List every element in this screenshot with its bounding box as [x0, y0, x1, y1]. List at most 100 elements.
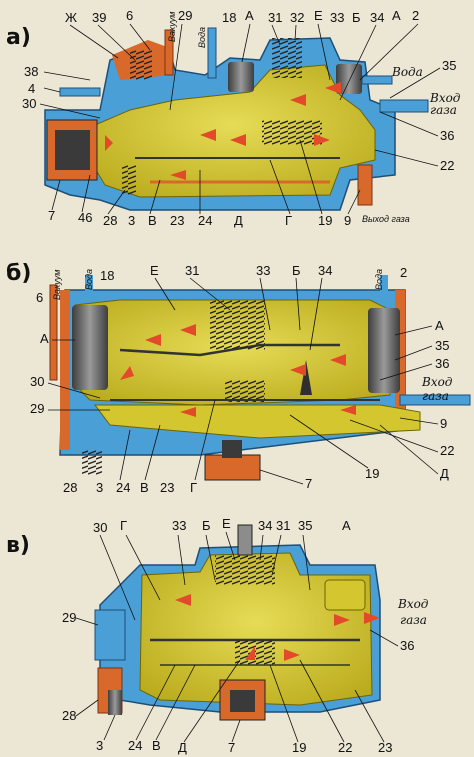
- label-c: 19: [292, 740, 306, 755]
- panel-b: б): [6, 261, 471, 481]
- leader-lines-c: [75, 531, 399, 743]
- pipe-water-b-left: [85, 275, 93, 300]
- spring-a-left: [130, 50, 152, 80]
- label-a: 32: [290, 10, 304, 25]
- label-b: 33: [256, 263, 270, 278]
- label-a: 22: [440, 158, 454, 173]
- label-b: 2: [400, 265, 407, 280]
- label-a-gas-in-1: Вход: [429, 91, 461, 105]
- cylinder-b-left: [72, 305, 108, 390]
- label-a: 46: [78, 210, 92, 225]
- spring-c-top: [215, 555, 275, 585]
- label-c: 33: [172, 518, 186, 533]
- label-c: Б: [202, 518, 211, 533]
- label-c-gas-in-1: Вход: [397, 597, 429, 611]
- pipe-vacuum-a: [164, 29, 174, 76]
- label-b-water-right: Вода: [374, 269, 384, 290]
- pipe-water-a: [207, 27, 217, 79]
- label-c: 7: [228, 740, 235, 755]
- label-a: 9: [344, 213, 351, 228]
- spring-a-small: [122, 165, 136, 195]
- solenoid-core-a: [55, 130, 90, 170]
- cylinder-a-2: [336, 64, 362, 94]
- label-a: В: [148, 213, 157, 228]
- label-a: 30: [22, 96, 36, 111]
- label-a: 39: [92, 10, 106, 25]
- label-c: Д: [178, 740, 187, 755]
- label-c: 35: [298, 518, 312, 533]
- flow-arrows-c: [175, 594, 380, 661]
- solenoid-b: [204, 454, 261, 481]
- stem-c: [237, 524, 253, 556]
- label-a: Д: [234, 213, 243, 228]
- panel-a: а): [6, 25, 429, 211]
- left-block-c: [94, 609, 126, 661]
- pipe-gas-in-a: [379, 99, 429, 113]
- label-b-gas-in-2: газа: [422, 389, 449, 403]
- label-a-gas-out: Выход газа: [362, 214, 410, 224]
- spring-a-top: [272, 38, 302, 78]
- label-a: 18: [222, 10, 236, 25]
- label-a: Е: [314, 8, 323, 23]
- panel-c: в): [6, 524, 381, 721]
- label-a: 19: [318, 213, 332, 228]
- label-a: А: [245, 8, 254, 23]
- label-c: Е: [222, 516, 231, 531]
- label-b: В: [140, 480, 149, 495]
- label-a: Б: [352, 10, 361, 25]
- label-b: А: [435, 318, 444, 333]
- label-b: 22: [440, 443, 454, 458]
- label-b: Г: [190, 480, 197, 495]
- pipe-gas-in-b: [399, 394, 471, 406]
- label-c-gas-in-2: газа: [400, 613, 427, 627]
- label-a: 3: [128, 213, 135, 228]
- cylinder-a-1: [228, 62, 254, 92]
- label-c: 30: [93, 520, 107, 535]
- pipe-gas-out-a: [357, 164, 373, 206]
- leader-lines-a: [39, 23, 441, 215]
- label-a-gas-in-2: газа: [430, 103, 457, 117]
- label-b: 9: [440, 416, 447, 431]
- label-b: 35: [435, 338, 449, 353]
- hot-wall-b-left: [60, 290, 70, 450]
- labels-panel-b: 6 18 Е 31 33 Б 34 2 А А 35 36 30 29 9 22…: [30, 263, 454, 495]
- spring-a-mid: [262, 120, 322, 145]
- pipe-left-a: [59, 87, 101, 97]
- label-c: 24: [128, 738, 142, 753]
- spring-b-mid: [225, 380, 265, 402]
- label-b: 7: [305, 476, 312, 491]
- pipe-water-b-right: [380, 275, 388, 300]
- label-a-water-right: Вода: [391, 65, 423, 79]
- pipe-vacuum-b: [49, 284, 58, 381]
- label-c: 23: [378, 740, 392, 755]
- label-a-vacuum: Вакуум: [167, 12, 177, 42]
- label-a: 4: [28, 81, 35, 96]
- labels-panel-a: Ж 39 6 29 18 А 31 32 Е 33 Б 34 А 2 38 4 …: [22, 8, 461, 228]
- label-c: 36: [400, 638, 414, 653]
- label-b: Д: [440, 466, 449, 481]
- label-a-water: Вода: [197, 27, 207, 48]
- label-b: 31: [185, 263, 199, 278]
- solenoid-core-c: [230, 690, 255, 712]
- body-b-lower: [94, 404, 421, 439]
- valve-b: [300, 360, 312, 395]
- pipe-3-c: [108, 690, 122, 715]
- label-b: 28: [63, 480, 77, 495]
- label-a: 31: [268, 10, 282, 25]
- spring-b-small: [82, 450, 102, 475]
- body-c: [139, 552, 373, 706]
- label-c: 34: [258, 518, 272, 533]
- label-a: 33: [330, 10, 344, 25]
- label-b: 24: [116, 480, 130, 495]
- flow-arrows-b: [120, 324, 356, 417]
- label-b: Б: [292, 263, 301, 278]
- leader-lines-b: [47, 277, 439, 485]
- label-a: 35: [442, 58, 456, 73]
- label-c: 3: [96, 738, 103, 753]
- label-b: 23: [160, 480, 174, 495]
- label-a: 36: [440, 128, 454, 143]
- label-b-water: Вода: [84, 269, 94, 290]
- label-b: 6: [36, 290, 43, 305]
